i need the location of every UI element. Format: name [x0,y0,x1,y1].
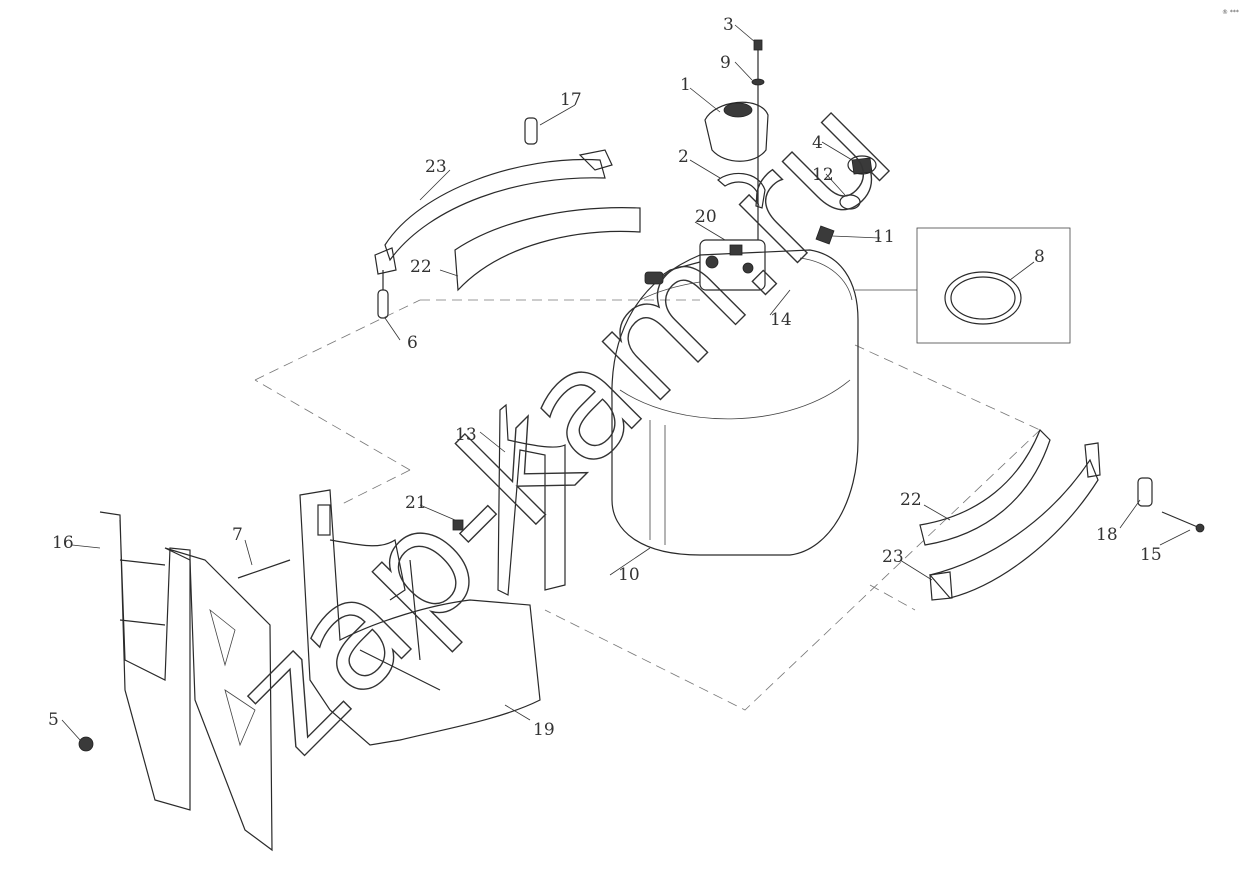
callout-12: 12 [812,165,834,185]
cap-gasket [839,194,861,210]
clamp-bracket [717,172,766,209]
upper-liner [454,207,641,292]
pin-upper [524,117,538,145]
callout-22-lower: 22 [900,490,922,510]
lower-strap [928,458,1099,599]
washer [751,78,765,86]
callout-23-lower: 23 [882,547,904,567]
filler-cap [847,155,877,175]
callout-14: 14 [770,310,792,330]
callout-19: 19 [533,720,555,740]
callout-23-upper: 23 [425,157,447,177]
callout-4: 4 [812,133,823,153]
mounting-strap [497,403,566,596]
tank-cradle [299,489,541,746]
callout-7: 7 [232,525,243,545]
assembly-outline [254,299,1041,711]
callout-10: 10 [618,565,640,585]
callout-1: 1 [680,75,691,95]
callout-16: 16 [52,533,74,553]
frame-bracket [99,511,273,852]
leader-lines [61,24,1191,741]
callout-22-upper: 22 [410,257,432,277]
short-bolt [452,519,464,531]
seal-ring-inset [855,227,1071,344]
callout-6: 6 [407,333,418,353]
callout-20: 20 [695,207,717,227]
pin-right [1137,477,1153,507]
long-bolt [237,559,291,579]
callout-labels: 1 2 3 4 5 6 7 8 9 10 11 12 13 14 15 16 1… [48,15,1162,740]
corner-mark: ® *** [1222,9,1239,16]
pin-lower [377,289,389,319]
callout-15: 15 [1140,545,1162,565]
callout-11: 11 [873,227,895,247]
filler-neck [815,225,835,245]
upper-strap [374,149,613,275]
callout-8: 8 [1034,247,1045,267]
callout-21: 21 [405,493,427,513]
bolt [753,39,763,51]
bolt-right [1161,511,1201,529]
lower-liner [919,428,1051,546]
callout-2: 2 [678,147,689,167]
nut [78,736,94,752]
callout-17: 17 [560,90,582,110]
watermark: zap-kam.ru [202,64,924,786]
callout-5: 5 [48,710,59,730]
tank-body [611,249,859,556]
callout-18: 18 [1096,525,1118,545]
callout-9: 9 [720,53,731,73]
callout-13: 13 [455,425,477,445]
callout-3: 3 [723,15,734,35]
top-cover [704,101,769,162]
pump-module [644,239,766,291]
